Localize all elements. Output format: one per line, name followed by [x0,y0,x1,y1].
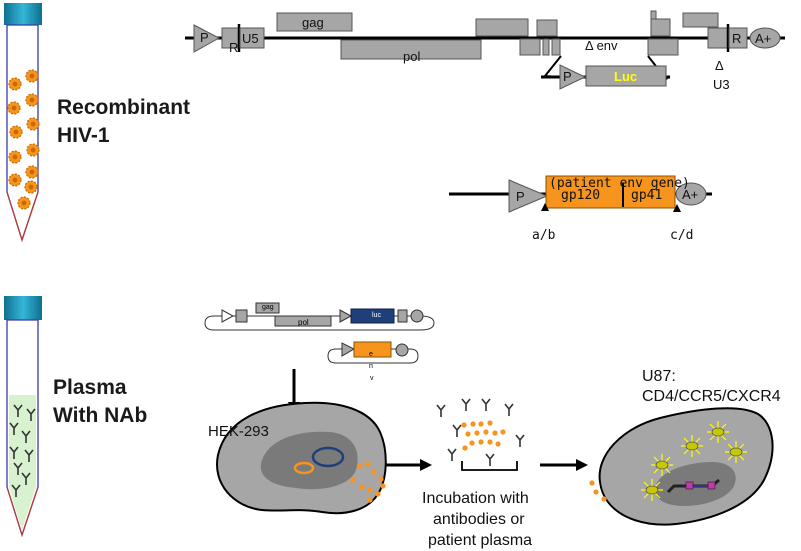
label-incubation-1: Incubation with [422,490,529,507]
plasma-fill [9,395,36,530]
label-polyA: A+ [755,31,772,46]
label-patient-env-gene: (patient env gene) [549,176,690,191]
polyA-oval [749,27,781,49]
arrow-right-1 [420,459,432,471]
label-incubation-2: antibodies or [433,511,525,528]
label-pol: pol [403,49,421,64]
label-u5: U5 [242,31,259,46]
env-construct [449,175,712,213]
label-env-v: v [370,375,374,382]
luc-box [585,65,667,87]
label-luc: Luc [614,69,638,84]
label-r-left: R [229,40,239,55]
label-gp41: gp41 [631,188,663,203]
insert-promoter-arrow [559,64,587,90]
primer-a-marker [541,203,549,211]
integrated-provirus-marker [685,481,694,490]
plasmid-circle-orange [293,461,315,475]
label-env-e: e [369,351,373,358]
label-gp120: gp120 [561,188,601,203]
promoter-arrow [193,24,221,53]
title-recombinant: Recombinant [57,96,191,119]
title-hiv1: HIV-1 [57,124,110,147]
label-r-right: R [732,31,742,46]
label-env-promoter: P [516,189,525,204]
tube-cap [4,3,42,25]
label-primer-ab: a/b [532,228,556,243]
u87-cell [589,407,774,526]
primer-c-marker [673,204,681,212]
title-plasma: Plasma [53,376,127,399]
label-gag: gag [302,15,324,30]
label-plasmid-gag: gag [262,304,274,311]
incubation-mix [436,398,525,471]
pol-box [340,39,482,60]
gag-box [276,12,353,32]
label-promoter: P [200,30,209,45]
patient-env-box [545,175,676,209]
label-u3: U3 [713,77,730,92]
u5-box [239,27,265,49]
label-primer-cd: c/d [670,228,694,243]
label-incubation-3: patient plasma [428,532,533,549]
label-plasmid-pol: pol [298,318,309,327]
label-u87: U87: [642,368,676,385]
arrow-right-2 [576,459,588,471]
label-env-polyA: A+ [682,187,699,202]
label-insert-promoter: P [563,69,572,84]
plasmid-env [327,341,419,364]
luciferase-star-icons [641,421,747,501]
hek293-cell [216,401,387,515]
tube-plasma [4,296,42,538]
label-env-n: n [369,363,373,370]
label-u87-receptors: CD4/CCR5/CXCR4 [642,388,781,405]
tube-recombinant [4,3,42,243]
label-hek293: HEK-293 [208,423,269,440]
plasmid-circle-blue [311,446,345,468]
label-delta-env: Δ env [585,38,618,53]
label-plasmid-luc: luc [372,312,381,319]
title-with-nab: With NAb [53,404,148,427]
plasmid-gag-pol-luc [204,302,435,331]
provirus-construct [185,10,785,90]
label-delta-u3-symbol: Δ [715,58,724,73]
